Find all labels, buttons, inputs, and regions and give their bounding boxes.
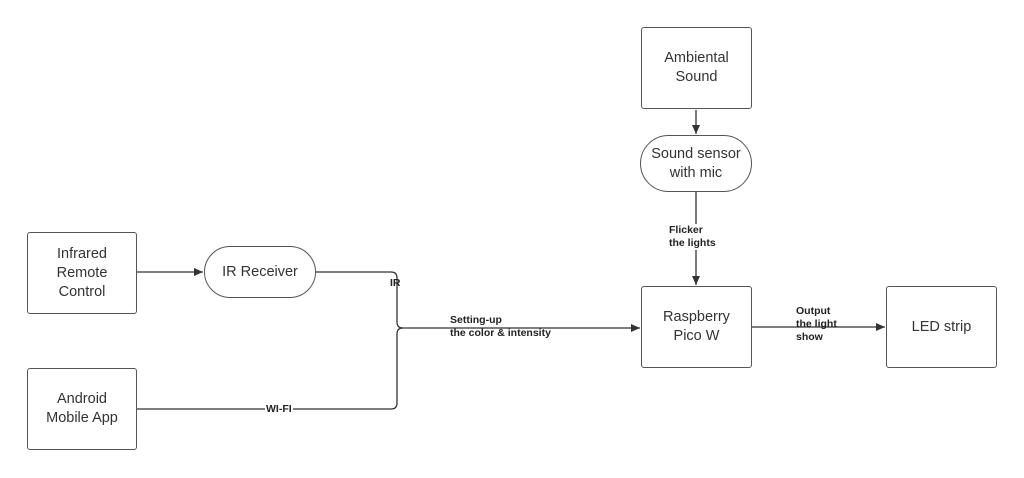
node-raspberry-pico: Raspberry Pico W [641,286,752,368]
node-sound-sensor: Sound sensor with mic [640,135,752,192]
edge-label-wifi: WI-FI [265,403,293,416]
edge-label-ir: IR [390,277,401,289]
edge-app-to-junction [137,327,404,410]
edge-label-setup: Setting-up the color & intensity [450,314,551,339]
node-led-strip: LED strip [886,286,997,368]
node-ir-receiver: IR Receiver [204,246,316,298]
edge-receiver-to-junction [316,271,404,329]
edge-label-flicker: Flicker the lights [669,224,716,250]
node-infrared-remote: Infrared Remote Control [27,232,137,314]
node-ambiental-sound: Ambiental Sound [641,27,752,109]
edge-label-output: Output the light show [796,305,837,343]
node-android-app: Android Mobile App [27,368,137,450]
